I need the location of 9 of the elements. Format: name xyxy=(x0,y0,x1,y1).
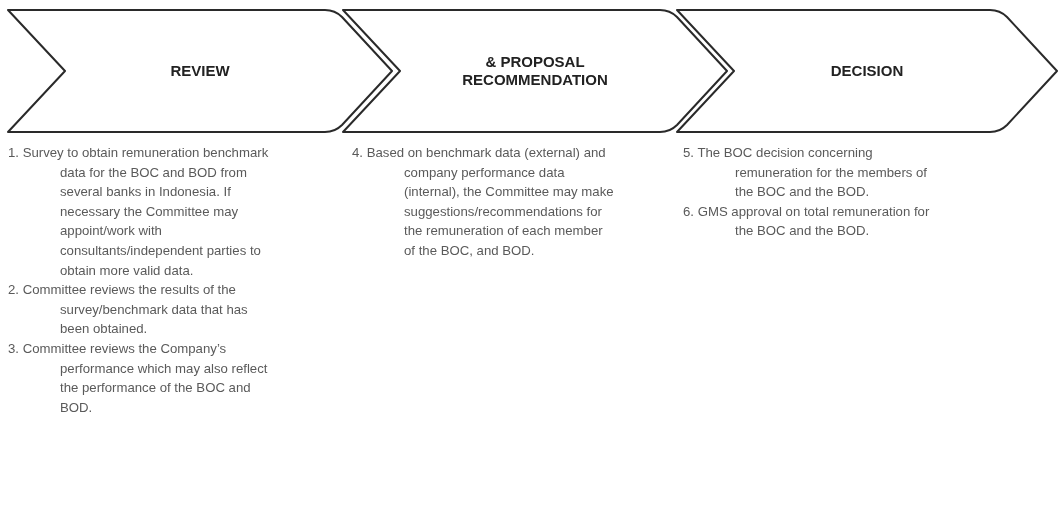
numbered-list-item: 5. The BOC decision concerning remuneration for the members of the BOC and the BOD. xyxy=(683,144,929,202)
numbered-list-item: 2. Committee reviews the results of the survey/benchmark data that has been obtained. xyxy=(8,281,249,339)
numbered-list-item: 6. GMS approval on total remuneration for the BOC and the BOD. xyxy=(683,202,931,241)
numbered-list-item: 4. Based on benchmark data (external) and company performance data (internal), the Committee may make suggestions/recommendations for the remuneration of each member of the BOC, and BOD. xyxy=(352,144,614,260)
stage-title: & PROPOSAL RECOMMENDATION xyxy=(461,53,609,89)
numbered-list-item: 1. Survey to obtain remuneration benchmark data for the BOC and BOD from several banks in Indonesia. If necessary the Committee may appoint/work with consultants/independent parties to obtain more valid data. xyxy=(8,144,270,280)
numbered-list-item: 3. Committee reviews the Company’s performance which may also reflect the performance of the BOC and BOD. xyxy=(8,339,269,417)
stage-title: DECISION xyxy=(830,62,904,80)
stage-title: REVIEW xyxy=(170,62,230,80)
